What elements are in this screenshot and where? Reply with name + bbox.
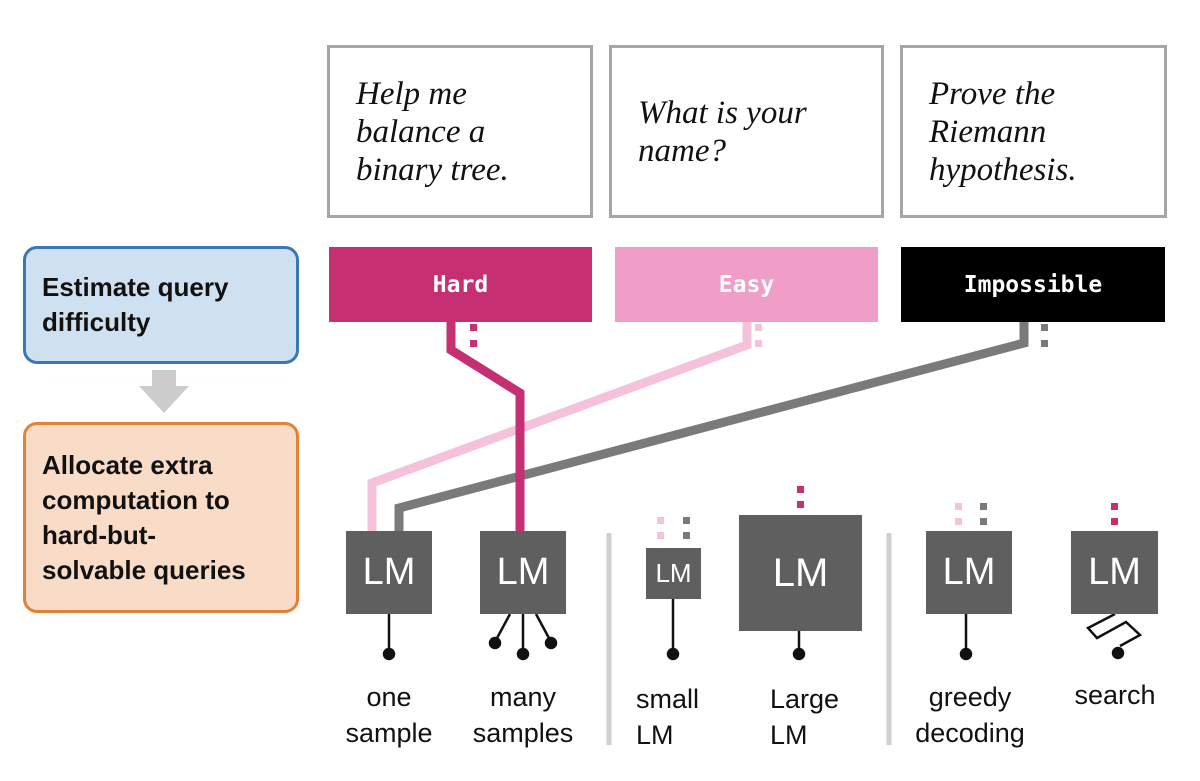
caption-many-samples-line-1: many — [489, 682, 557, 712]
query-box-1: Help me balance a binary tree. — [327, 45, 593, 218]
small-lm-output-icon — [666, 599, 680, 661]
caption-search: search — [1060, 677, 1170, 713]
lm-box-large: LM — [739, 515, 862, 631]
caption-search-line-1: search — [1074, 680, 1156, 710]
caption-small-lm-line-1: small — [636, 684, 700, 714]
large-lm-ellipsis-icon — [797, 486, 804, 508]
query-1-line-1: Help me — [356, 75, 467, 112]
search-path-icon — [1085, 612, 1143, 660]
hard-route-line — [446, 322, 525, 532]
lm-box-search: LM — [1071, 531, 1158, 614]
step-2-line-1: Allocate extra — [42, 449, 213, 480]
caption-greedy-line-1: greedy — [928, 682, 1012, 712]
step-2-line-2: computation to — [42, 484, 230, 515]
greedy-ellipsis-icon — [955, 503, 987, 525]
step-estimate-difficulty: Estimate query difficulty — [23, 246, 299, 364]
query-3-line-2: Riemann — [929, 113, 1047, 150]
step-2-line-4: solvable queries — [42, 554, 246, 585]
difficulty-hard: Hard — [329, 247, 592, 322]
caption-greedy-line-2: decoding — [915, 718, 1025, 748]
caption-one-sample-line-1: one — [366, 682, 412, 712]
query-2-line-2: name? — [638, 132, 726, 169]
lm-box-many-samples: LM — [480, 531, 566, 614]
caption-many-samples: many samples — [455, 679, 591, 751]
caption-large-lm-line-2: LM — [770, 720, 808, 750]
easy-route-line — [367, 322, 752, 532]
step-1-line-1: Estimate query — [42, 272, 229, 302]
down-arrow-icon — [139, 370, 189, 413]
query-box-2: What is your name? — [609, 45, 884, 218]
query-3-line-1: Prove the — [929, 75, 1056, 112]
caption-one-sample-line-2: sample — [345, 718, 433, 748]
difficulty-easy: Easy — [615, 247, 878, 322]
query-1-line-3: binary tree. — [356, 151, 509, 188]
step-allocate-computation: Allocate extra computation to hard-but- … — [23, 422, 299, 613]
lm-box-small: LM — [646, 548, 701, 599]
query-box-3: Prove the Riemann hypothesis. — [900, 45, 1167, 218]
small-lm-ellipsis-icon — [657, 517, 690, 539]
caption-greedy-decoding: greedy decoding — [900, 679, 1040, 751]
difficulty-impossible: Impossible — [901, 247, 1165, 322]
query-3-line-3: hypothesis. — [929, 151, 1077, 188]
query-2-line-1: What is your — [638, 94, 807, 131]
multi-sample-icon — [488, 613, 558, 661]
impossible-ellipsis-icon — [1041, 324, 1048, 347]
caption-many-samples-line-2: samples — [472, 718, 574, 748]
lm-box-one-sample: LM — [346, 531, 432, 614]
easy-ellipsis-icon — [755, 324, 762, 347]
greedy-output-icon — [959, 614, 973, 661]
caption-large-lm: Large LM — [770, 681, 860, 753]
caption-small-lm-line-2: LM — [636, 720, 674, 750]
search-ellipsis-icon — [1111, 503, 1118, 525]
query-1-line-2: balance a — [356, 113, 486, 150]
step-2-line-3: hard-but- — [42, 519, 157, 550]
impossible-route-line — [394, 322, 1029, 532]
lm-box-greedy: LM — [926, 531, 1012, 614]
step-1-line-2: difficulty — [42, 307, 151, 337]
caption-small-lm: small LM — [636, 681, 726, 753]
large-lm-output-icon — [792, 631, 806, 661]
hard-ellipsis-icon — [470, 324, 477, 347]
single-sample-icon — [382, 614, 396, 661]
caption-large-lm-line-1: Large — [770, 684, 840, 714]
caption-one-sample: one sample — [329, 679, 449, 751]
